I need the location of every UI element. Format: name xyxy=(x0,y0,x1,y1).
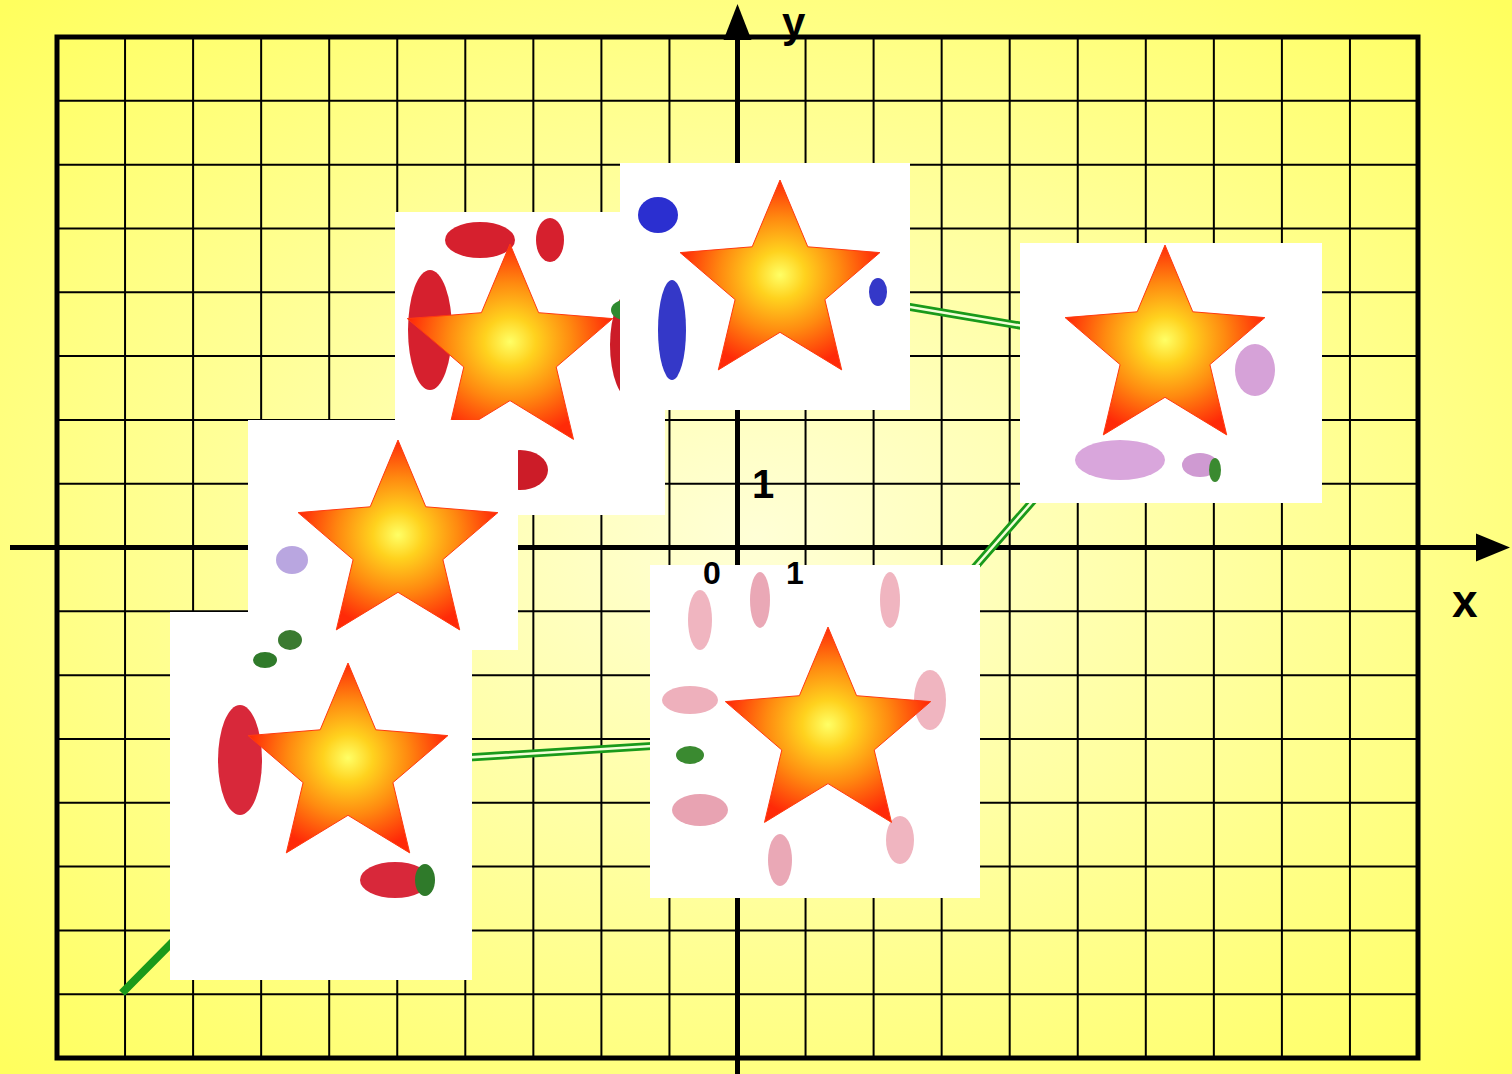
axes xyxy=(10,4,1510,1074)
flower-petal xyxy=(218,705,262,815)
origin-label: 0 xyxy=(703,557,721,589)
flower-petal xyxy=(672,794,728,826)
flower-petal xyxy=(914,670,946,730)
star-symbol xyxy=(407,244,612,439)
star-picture xyxy=(170,612,472,980)
flower-petal xyxy=(278,630,302,650)
star-picture xyxy=(620,163,910,410)
flower-petal xyxy=(768,834,792,886)
star-symbol xyxy=(725,627,930,822)
star-picture xyxy=(1020,243,1322,503)
tick-number: 1 xyxy=(752,464,774,504)
flower-petal xyxy=(276,546,308,574)
pictures xyxy=(170,163,1322,980)
picture-card xyxy=(1020,243,1322,503)
picture-card xyxy=(170,612,472,980)
star-symbol xyxy=(298,440,498,630)
flower-petal xyxy=(662,686,718,714)
axis-label: x xyxy=(1452,578,1478,624)
flower-petal xyxy=(658,280,686,380)
flower-petal xyxy=(750,572,770,628)
star-symbol xyxy=(248,663,448,853)
axis-arrow xyxy=(724,4,752,40)
axis-label: y xyxy=(782,2,805,44)
flower-petal xyxy=(638,197,678,233)
star-symbol xyxy=(680,180,880,370)
star-picture xyxy=(248,420,518,650)
flower-petal xyxy=(1235,344,1275,396)
flower-petal xyxy=(880,572,900,628)
flower-petal xyxy=(869,278,887,306)
star-symbol xyxy=(1065,245,1265,435)
picture-card xyxy=(248,420,518,650)
flower-petal xyxy=(253,652,277,668)
x-axis xyxy=(10,545,1482,550)
axis-arrow xyxy=(1476,534,1510,562)
tick-number: 1 xyxy=(786,557,804,589)
flower-petal xyxy=(1075,440,1165,480)
flower-petal xyxy=(886,816,914,864)
picture-card xyxy=(650,565,980,898)
flower-petal xyxy=(415,864,435,896)
flower-petal xyxy=(445,222,515,258)
flower-petal xyxy=(536,218,564,262)
flower-petal xyxy=(676,746,704,764)
picture-card xyxy=(620,163,910,410)
flower-petal xyxy=(688,590,712,650)
flower-petal xyxy=(1209,458,1221,482)
star-picture xyxy=(650,565,980,898)
